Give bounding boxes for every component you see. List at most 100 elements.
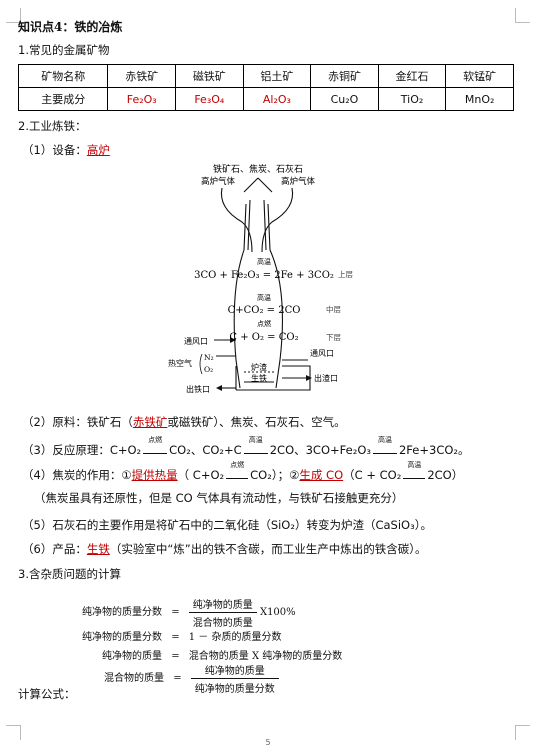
formula-lhs: 纯净物的质量分数 <box>82 632 162 643</box>
corner-mark <box>6 725 21 740</box>
table-cell: Cu₂O <box>310 87 379 111</box>
coke-text: （ C+O₂ <box>177 468 225 482</box>
heading-impurity: 3.含杂质问题的计算 <box>18 567 121 581</box>
table-cell: 主要成分 <box>17 87 109 111</box>
formula-lhs: 混合物的质量 <box>104 673 164 684</box>
layer-label: 中层 <box>326 304 341 314</box>
table-cell: 赤铜矿 <box>310 64 379 88</box>
product-line: （6）产品：生铁（实验室中“炼”出的铁不含碳，而工业生产中炼出的铁含碳）。 <box>22 541 427 557</box>
formula-1: 纯净物的质量分数 = 纯净物的质量混合物的质量 X100% <box>82 596 296 629</box>
table-cell: Fe₂O₃ <box>107 87 177 111</box>
inlet-left-label: 通风口 <box>184 336 208 346</box>
air-brace <box>199 353 203 375</box>
layer-label: 上层 <box>338 270 353 279</box>
condition-label: 高温 <box>248 436 263 444</box>
raw-prefix: （2）原料：铁矿石（ <box>22 415 133 429</box>
formula-3: 纯净物的质量 = 混合物的质量 X 纯净物的质量分数 <box>102 647 342 662</box>
furnace-body-right <box>269 249 283 389</box>
table-cell: 铝土矿 <box>242 64 312 88</box>
condition-label: 高温 <box>407 461 422 469</box>
reaction-text: （3）反应原理：C+O₂ <box>22 443 142 457</box>
furnace-wall-right-top <box>261 187 294 253</box>
condition-label: 点燃 <box>230 461 245 469</box>
coke-text: （C + CO₂ <box>343 468 402 482</box>
table-cell: MnO₂ <box>445 87 514 111</box>
coke-answer-2: 生成 CO <box>299 468 344 482</box>
iron-outlet-label: 出铁口 <box>186 384 210 394</box>
arrow-head <box>230 337 236 343</box>
top-label: 铁矿石、焦炭、石灰石 <box>213 163 303 175</box>
blast-furnace-diagram: 铁矿石、焦炭、石灰石 高炉气体 高炉气体 高温 3CO + Fe₂O₃ = 2F… <box>168 163 353 394</box>
formula-4: 混合物的质量 = 纯净物的质量纯净物的质量分数 <box>104 662 279 695</box>
formula-lhs: 纯净物的质量 <box>102 651 162 662</box>
coke-text: 2CO） <box>427 468 464 482</box>
coke-text: （4）焦炭的作用：① <box>22 468 132 482</box>
coke-note: （焦炭虽具有还原性，但是 CO 气体具有流动性，与铁矿石接触更充分） <box>34 491 404 505</box>
gas-left-label: 高炉气体 <box>201 176 236 187</box>
equation-middle: C+CO₂ = 2CO <box>228 305 301 316</box>
equals-sign: = <box>171 607 180 618</box>
raw-highlight: 赤铁矿 <box>132 415 168 429</box>
corner-mark <box>515 8 530 23</box>
ore-table: 矿物名称 赤铁矿 磁铁矿 铝土矿 赤铜矿 金红石 软锰矿 主要成分 Fe₂O₃ … <box>17 64 514 111</box>
slag-outlet-label: 出渣口 <box>314 373 338 383</box>
heading-ironmaking: 2.工业炼铁： <box>18 119 87 133</box>
o2-label: O₂ <box>204 365 213 374</box>
corner-mark <box>515 725 530 740</box>
reaction-text: 2Fe+3CO₂。 <box>398 443 470 457</box>
table-cell: Al₂O₃ <box>242 87 312 111</box>
raw-materials-line: （2）原料：铁矿石（赤铁矿或磁铁矿）、焦炭、石灰石、空气。 <box>22 414 346 430</box>
feed-arrow <box>243 177 273 193</box>
table-cell: 矿物名称 <box>17 64 109 88</box>
layer-label: 下层 <box>326 333 341 342</box>
table-cell: 软锰矿 <box>445 64 514 88</box>
calc-label: 计算公式： <box>18 687 76 701</box>
corner-mark <box>6 8 21 23</box>
product-label: （6）产品： <box>22 542 87 556</box>
formula-rhs: 混合物的质量 X 纯净物的质量分数 <box>188 651 343 662</box>
equals-sign: = <box>171 632 180 643</box>
condition-label: 高温 <box>377 436 392 444</box>
condition-label: 高温 <box>257 257 271 266</box>
raw-suffix: 或磁铁矿）、焦炭、石灰石、空气。 <box>167 415 346 429</box>
slag-label: 炉渣 <box>251 362 267 372</box>
equipment-answer: 高炉 <box>86 143 110 157</box>
table-cell: 磁铁矿 <box>175 64 244 88</box>
page-number: 5 <box>265 738 271 747</box>
limestone-line: （5）石灰石的主要作用是将矿石中的二氧化硅（SiO₂）转变为炉渣（CaSiO₃）… <box>22 518 432 532</box>
table-row: 主要成分 Fe₂O₃ Fe₃O₄ Al₂O₃ Cu₂O TiO₂ MnO₂ <box>17 87 514 111</box>
condition-label: 点燃 <box>148 436 163 444</box>
formula-2: 纯净物的质量分数 = 1 － 杂质的质量分数 <box>82 628 282 643</box>
heading-ores: 1.常见的金属矿物 <box>18 43 110 57</box>
coke-answer-1: 提供热量 <box>131 468 178 482</box>
formula-tail: X100% <box>259 607 296 618</box>
equation-lower: C + O₂ = CO₂ <box>229 332 298 343</box>
condition-label: 高温 <box>257 293 271 302</box>
fraction: 纯净物的质量混合物的质量 <box>188 596 257 629</box>
air-inlet-right <box>282 359 310 379</box>
gas-right-label: 高炉气体 <box>281 176 316 187</box>
furnace-neck-left <box>243 199 251 251</box>
table-cell: TiO₂ <box>377 87 447 111</box>
n2-label: N₂ <box>204 353 214 362</box>
formula-lhs: 纯净物的质量分数 <box>82 607 162 618</box>
condition-label: 点燃 <box>257 319 271 328</box>
equals-sign: = <box>171 651 180 662</box>
arrow-head <box>216 385 222 391</box>
pig-iron-label: 生铁 <box>251 373 267 383</box>
product-note: （实验室中“炼”出的铁不含碳，而工业生产中炼出的铁含碳）。 <box>109 542 427 556</box>
product-answer: 生铁 <box>86 542 110 556</box>
equation-upper: 3CO + Fe₂O₃ = 2Fe + 3CO₂ <box>194 270 334 281</box>
equipment-label: （1）设备： <box>22 143 87 157</box>
reaction-text: 2CO、3CO+Fe₂O₃ <box>269 443 371 457</box>
table-cell: Fe₃O₄ <box>175 87 244 111</box>
equipment-line: （1）设备：高炉 <box>22 142 110 158</box>
equals-sign: = <box>173 673 182 684</box>
section-title: 知识点4：铁的冶炼 <box>18 20 123 34</box>
table-cell: 金红石 <box>377 64 447 88</box>
formula-rhs: 1 － 杂质的质量分数 <box>188 632 282 643</box>
table-cell: 赤铁矿 <box>107 64 177 88</box>
arrow-head <box>306 375 312 381</box>
